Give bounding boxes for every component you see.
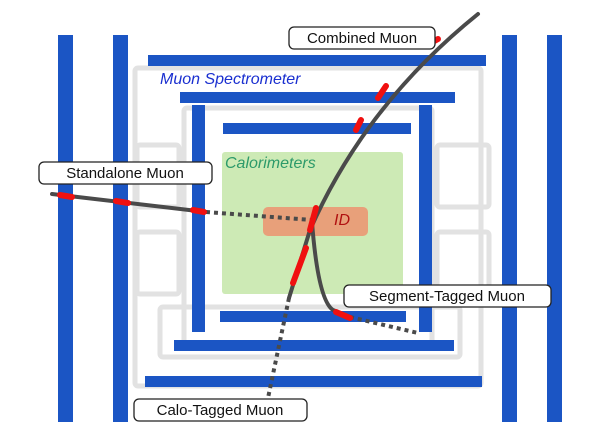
chamber-right	[502, 35, 517, 422]
chamber-left	[113, 35, 128, 422]
standalone-muon-box	[38, 161, 213, 185]
hit-segment-tagged	[333, 309, 353, 321]
muon-spectrometer-label: Muon Spectrometer	[160, 71, 301, 88]
hit-combined-mid	[353, 117, 364, 133]
chamber-bottom-mid	[174, 340, 454, 351]
muon-chambers	[58, 35, 562, 422]
hit-standalone-inner	[190, 207, 207, 215]
segment-tagged-muon-label: Segment-Tagged Muon	[369, 288, 525, 305]
calorimeters-label: Calorimeters	[225, 155, 316, 172]
hit-standalone-mid	[113, 198, 131, 206]
chamber-bottom-outer	[145, 376, 482, 387]
right-module-upper	[434, 142, 492, 210]
chamber-inner-right	[419, 105, 432, 332]
standalone-muon-callout: Standalone Muon	[38, 161, 213, 185]
calo-tagged-muon-box	[133, 398, 308, 422]
combined-muon-label: Combined Muon	[307, 30, 417, 47]
combined-muon-callout: Combined Muon	[288, 26, 436, 50]
calo-tagged-track-dotted	[266, 297, 291, 399]
combined-muon-track	[308, 12, 480, 232]
hit-standalone-left	[57, 192, 75, 200]
segment-tagged-muon-callout: Segment-Tagged Muon	[343, 284, 552, 308]
segment-tagged-track-dotted	[349, 315, 419, 335]
calo-tagged-muon-callout: Calo-Tagged Muon	[133, 398, 308, 422]
standalone-muon-label: Standalone Muon	[66, 165, 184, 182]
left-module-lower	[134, 229, 182, 297]
standalone-track-dotted	[205, 210, 313, 222]
calo-tagged-muon-label: Calo-Tagged Muon	[157, 402, 284, 419]
inner-detector-label: ID	[334, 212, 350, 229]
chamber-outer-left	[58, 35, 73, 422]
chamber-bottom-inner	[220, 311, 406, 322]
detector-hits	[57, 36, 441, 321]
bottom-module	[157, 304, 463, 360]
segment-tagged-muon-box	[343, 284, 552, 308]
hit-calo-tagged	[290, 245, 309, 286]
hit-combined-upper	[375, 83, 389, 101]
chamber-top-inner	[223, 123, 411, 134]
combined-muon-box	[288, 26, 436, 50]
chamber-inner-left	[192, 105, 205, 332]
chamber-top-outer	[148, 55, 486, 66]
chamber-top-mid	[180, 92, 455, 103]
hit-id-vertex	[307, 205, 319, 233]
chamber-outer-right	[547, 35, 562, 422]
segment-tagged-track-solid	[310, 220, 352, 319]
